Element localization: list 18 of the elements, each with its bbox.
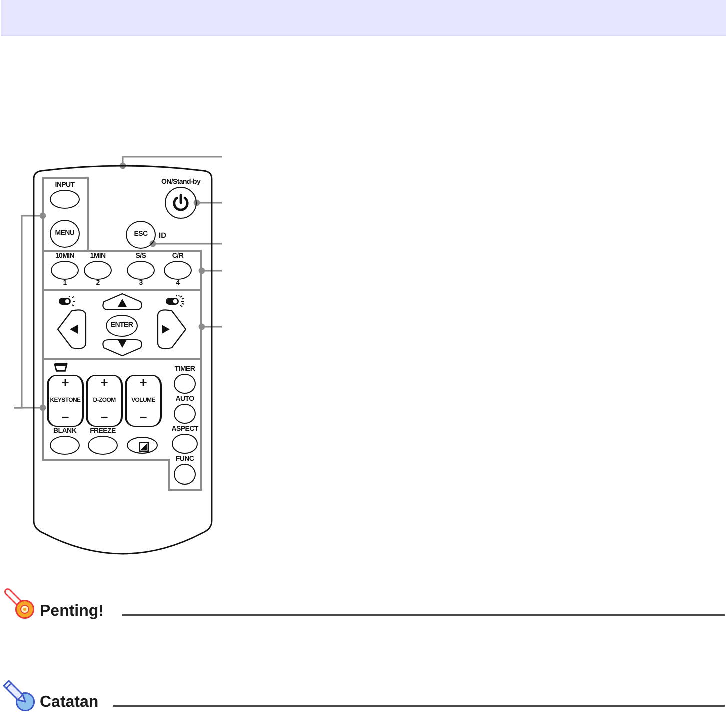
minus-sign: − bbox=[100, 412, 108, 424]
rocker-button bbox=[47, 375, 84, 427]
leader-line bbox=[14, 404, 46, 412]
section-heading: Catatan bbox=[40, 694, 99, 712]
leader-line bbox=[198, 268, 222, 274]
rocker-button bbox=[86, 375, 123, 427]
leader-line bbox=[120, 156, 222, 170]
leader-line bbox=[198, 324, 222, 330]
plus-sign: + bbox=[140, 377, 148, 389]
plus-sign: + bbox=[100, 377, 108, 389]
remote-button bbox=[127, 437, 158, 454]
leader-line bbox=[150, 240, 222, 248]
plus-sign: + bbox=[62, 377, 70, 389]
rocker-button bbox=[125, 375, 162, 427]
minus-sign: − bbox=[62, 412, 70, 424]
minus-sign: − bbox=[140, 412, 148, 424]
leader-line bbox=[194, 200, 222, 206]
section-heading: Penting! bbox=[40, 603, 104, 621]
